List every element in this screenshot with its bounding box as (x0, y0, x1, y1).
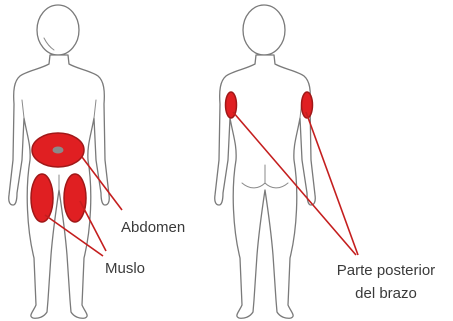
navel-marker (53, 147, 64, 154)
back-head (243, 5, 285, 55)
upper-arm-label-line-1: Parte posterior (337, 262, 435, 279)
upper-arm-label-line-2: del brazo (355, 285, 417, 302)
front-head (37, 5, 79, 55)
thigh-label: Muslo (105, 260, 145, 277)
right-thigh-site (31, 174, 53, 222)
back-body-figure (215, 5, 316, 318)
abdomen-label: Abdomen (121, 219, 185, 236)
left-thigh-site (64, 174, 86, 222)
